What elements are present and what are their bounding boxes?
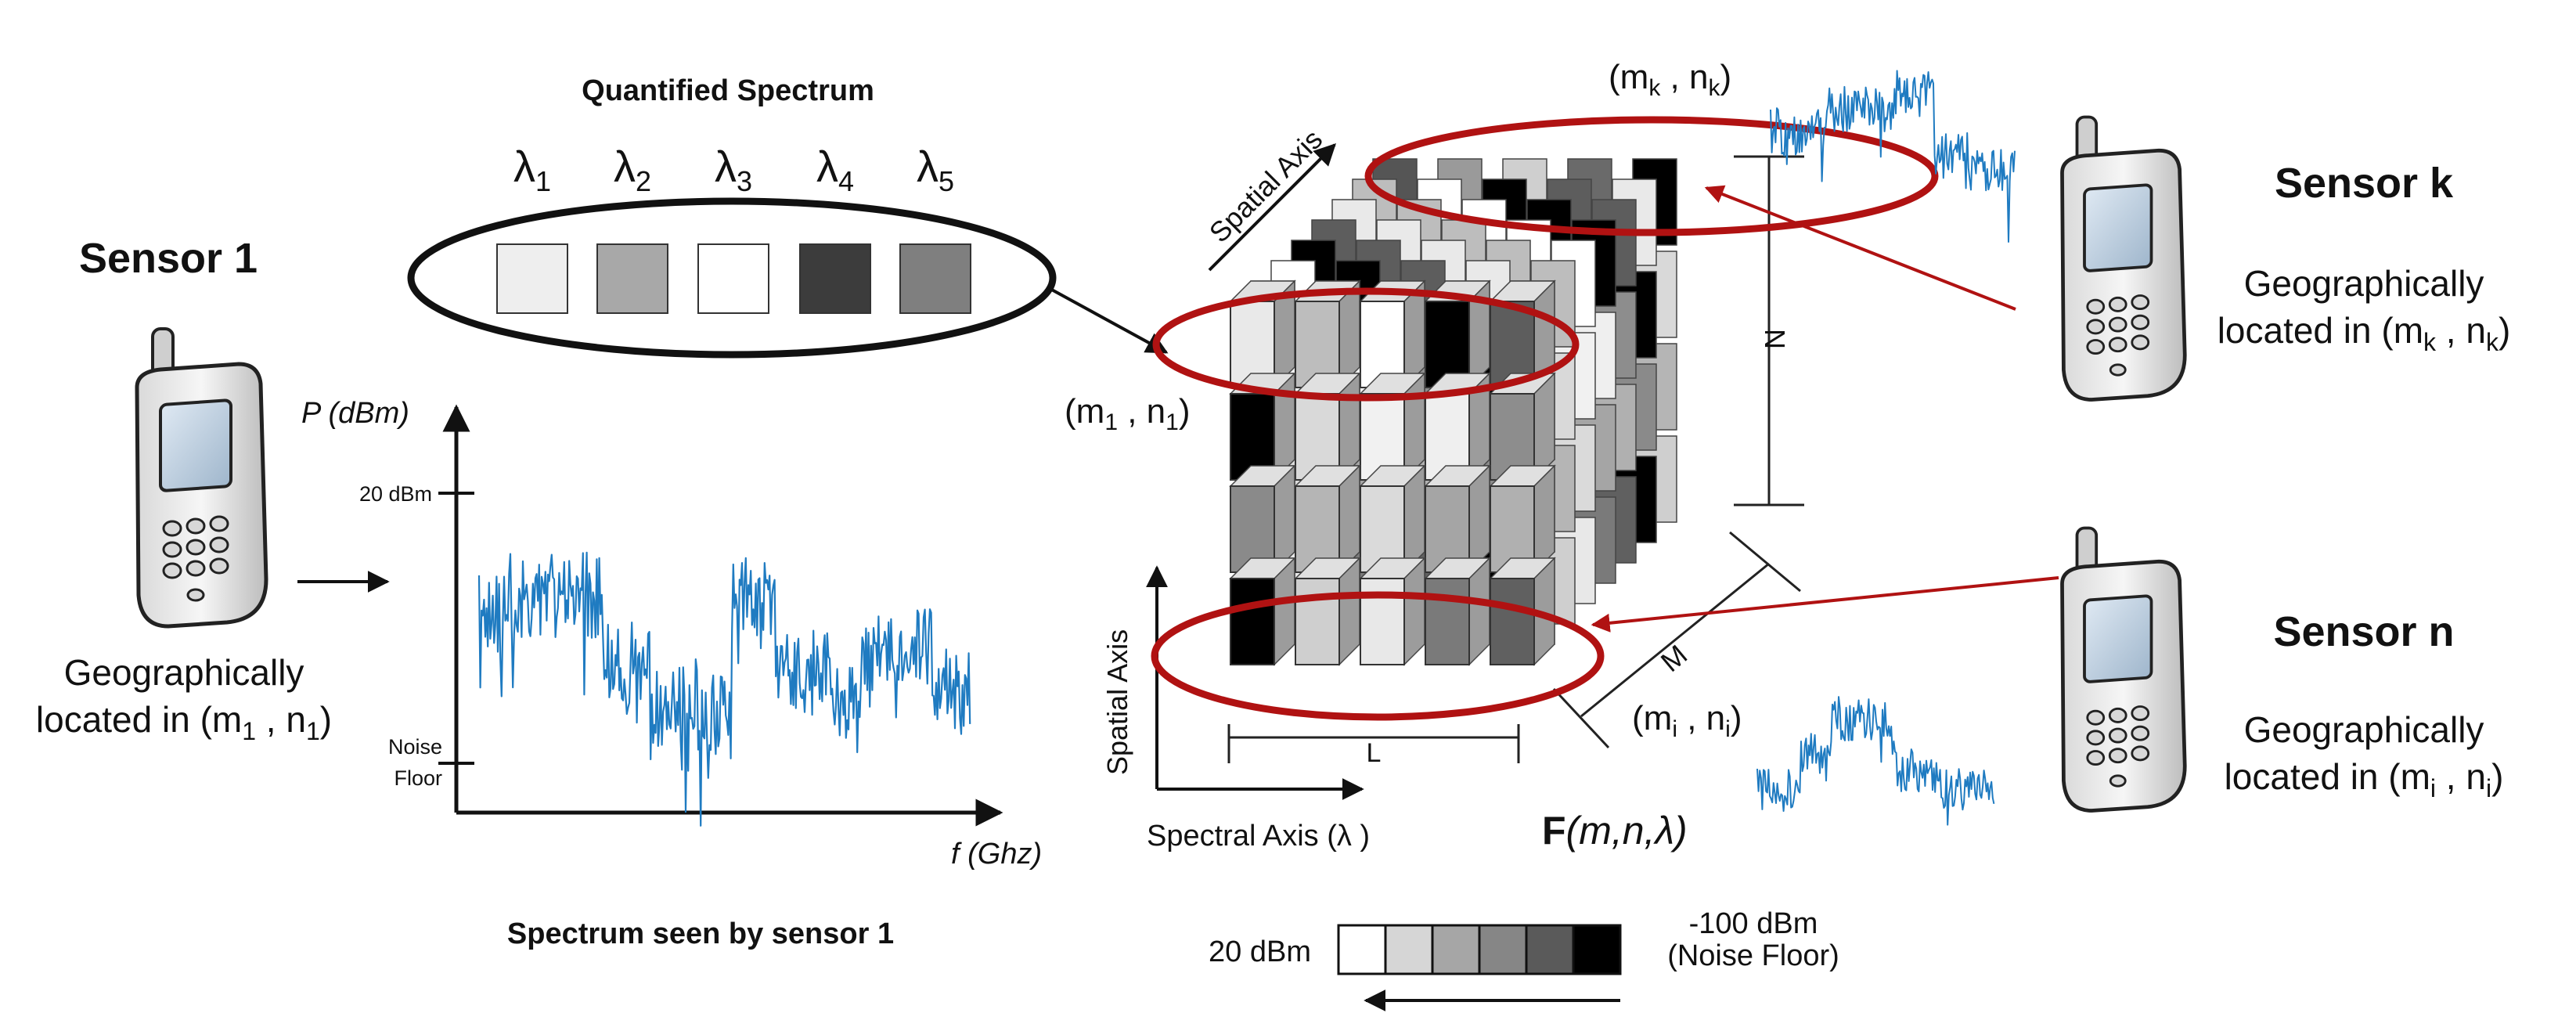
spectrum-trace-sensor-n — [1756, 696, 1995, 826]
sensor-1-location-line2: located in (m1 , n1) — [36, 699, 332, 745]
sensor-k-location-line1: Geographically — [2244, 263, 2484, 304]
sensor-1-location-line1: Geographically — [64, 652, 304, 693]
sensor-k-group: Sensor k Geographically located in (mk ,… — [2060, 115, 2511, 402]
cube-block — [1360, 578, 1405, 665]
highlight-ellipse-top — [1364, 116, 1939, 236]
phone-icon — [135, 327, 268, 629]
spatial-axis-top-label: Spatial Axis — [1203, 123, 1329, 249]
spatial-axis-top-arrow — [1208, 143, 1336, 272]
sensor-n-pointer — [1591, 576, 2059, 633]
tick-label-noise: Noise — [388, 735, 442, 759]
spectrum-trace-line — [1770, 70, 2016, 243]
sensor-k-title: Sensor k — [2275, 160, 2454, 207]
spectrum-trace-line — [1756, 696, 1995, 826]
dim-m-line — [1580, 562, 1770, 718]
lambda-label: λ4 — [816, 142, 854, 197]
plot-x-label: f (Ghz) — [951, 838, 1042, 871]
dim-m-cap-top — [1729, 531, 1801, 593]
spectrum-trace — [477, 551, 971, 827]
coord-label-m1-n1: (m1 , n1) — [1065, 392, 1191, 435]
legend-cell — [1525, 924, 1575, 975]
highlight-ellipse-bottom — [1151, 591, 1605, 721]
lambda-label: λ3 — [715, 142, 752, 197]
cube-blocks — [1229, 158, 1677, 666]
lambda-label: λ2 — [614, 142, 651, 197]
coord-label-mk-nk: (mk , nk) — [1609, 58, 1731, 101]
lambda-label: λ5 — [917, 142, 954, 197]
spectrum-swatch — [596, 243, 668, 314]
tick-label-floor: Floor — [394, 766, 442, 790]
legend-cell — [1572, 924, 1622, 975]
spectrum-swatch — [799, 243, 871, 314]
phone-icon — [2060, 115, 2187, 402]
highlight-ellipse-middle — [1152, 287, 1580, 402]
sensor-1-group: Sensor 1 Geographically located in (m1 ,… — [36, 235, 390, 745]
power-legend: 20 dBm -100 dBm (Noise Floor) — [1209, 907, 1839, 1011]
tick-label-20dbm: 20 dBm — [359, 482, 432, 506]
legend-cell — [1384, 924, 1434, 975]
cube-block — [1230, 578, 1275, 665]
plot-y-label: P (dBm) — [301, 397, 409, 430]
legend-right-label-line2: (Noise Floor) — [1667, 939, 1839, 972]
cube-block — [1490, 578, 1535, 665]
sensor-1-title: Sensor 1 — [79, 235, 258, 282]
legend-cell — [1431, 924, 1481, 975]
legend-right-label-line1: -100 dBm — [1689, 907, 1818, 940]
dim-m-cap-bottom — [1552, 687, 1610, 749]
ellipse-to-cube-arrow — [1048, 287, 1169, 354]
quantified-spectrum-title: Quantified Spectrum — [582, 74, 874, 107]
spectrum-cube: Spatial Axis N M L Spatial Axis Spectral… — [1065, 58, 2059, 853]
dim-n-label: N — [1759, 329, 1791, 349]
spectrum-swatches — [496, 243, 971, 314]
lambda-label: λ1 — [513, 142, 551, 197]
spectral-axis-label: Spectral Axis (λ ) — [1147, 820, 1370, 853]
sensor-n-group: Sensor n Geographically located in (mi ,… — [2060, 526, 2504, 813]
phone-icon — [2060, 526, 2187, 813]
legend-left-label: 20 dBm — [1209, 935, 1311, 968]
cube-block — [1425, 578, 1470, 665]
quantified-spectrum-group: Quantified Spectrum λ1 λ2 λ3 λ4 λ5 — [407, 74, 1169, 359]
quantified-spectrum-ellipse — [407, 197, 1057, 359]
sensor-n-location-line1: Geographically — [2244, 709, 2484, 750]
spatial-axis-left-label: Spatial Axis — [1101, 629, 1133, 775]
dim-m-label: M — [1655, 638, 1693, 678]
spectrum-swatch — [899, 243, 971, 314]
spectrum-plot: P (dBm) 20 dBm Noise Floor f (Ghz) Spect… — [301, 397, 1042, 950]
spectrum-swatch — [496, 243, 568, 314]
sensor-k-location-line2: located in (mk , nk) — [2218, 310, 2511, 356]
sensor-k-pointer — [1704, 185, 2016, 311]
spectrum-trace-sensor-k — [1770, 70, 2016, 243]
function-label: F(m,n,λ) — [1542, 809, 1688, 853]
legend-cells — [1337, 924, 1622, 975]
legend-cell — [1478, 924, 1528, 975]
sensor-n-location-line2: located in (mi , ni) — [2225, 756, 2504, 802]
spectrum-swatch — [697, 243, 769, 314]
dim-l-label: L — [1367, 738, 1382, 768]
cube-block — [1295, 578, 1340, 665]
plot-caption: Spectrum seen by sensor 1 — [507, 917, 894, 950]
coord-label-mi-ni: (mi , ni) — [1632, 699, 1742, 742]
spectrum-trace-line — [477, 551, 971, 827]
lambda-labels: λ1 λ2 λ3 λ4 λ5 — [513, 142, 954, 197]
legend-cell — [1337, 924, 1387, 975]
sensor-n-title: Sensor n — [2273, 608, 2454, 655]
